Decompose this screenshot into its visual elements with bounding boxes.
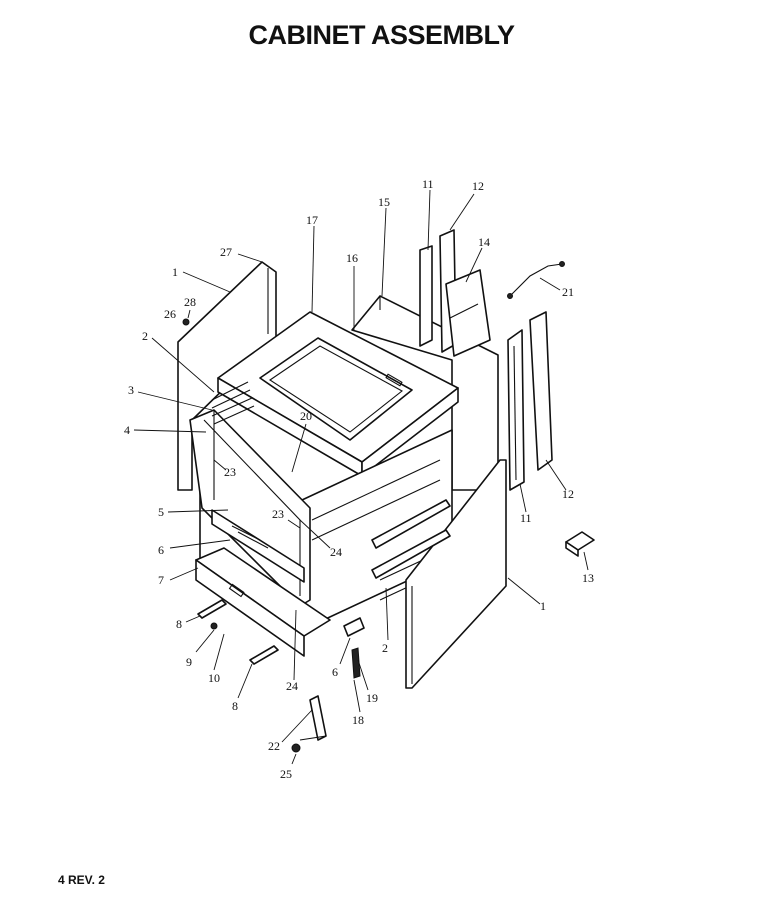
callout-24-lower: 24 bbox=[286, 679, 298, 693]
callout-9: 9 bbox=[186, 655, 192, 669]
control-panel bbox=[211, 509, 305, 583]
vent-rails bbox=[211, 381, 255, 425]
callout-24-center: 24 bbox=[330, 545, 342, 559]
callout-18: 18 bbox=[352, 713, 364, 727]
callout-8-upper: 8 bbox=[176, 617, 182, 631]
callout-19: 19 bbox=[366, 691, 378, 705]
rear-trim-right bbox=[507, 311, 553, 491]
screws bbox=[182, 318, 301, 753]
callout-4: 4 bbox=[124, 423, 130, 437]
callout-25: 25 bbox=[280, 767, 292, 781]
callout-26: 26 bbox=[164, 307, 176, 321]
wire-harness bbox=[507, 261, 565, 299]
drawer bbox=[195, 547, 331, 657]
callout-28: 28 bbox=[184, 295, 196, 309]
callout-1-right: 1 bbox=[540, 599, 546, 613]
callout-22: 22 bbox=[268, 739, 280, 753]
callout-27: 27 bbox=[220, 245, 232, 259]
right-rail bbox=[371, 499, 451, 579]
callout-5: 5 bbox=[158, 505, 164, 519]
callout-6-left: 6 bbox=[158, 543, 164, 557]
callout-labels: 27 1 28 26 2 3 4 23 5 6 7 8 9 10 8 17 16… bbox=[124, 177, 594, 781]
callout-11-right: 11 bbox=[520, 511, 532, 525]
leader-lines bbox=[133, 189, 589, 765]
callout-14: 14 bbox=[478, 235, 490, 249]
callout-23-left: 23 bbox=[224, 465, 236, 479]
revision-label: 4 REV. 2 bbox=[58, 873, 105, 887]
right-side-panel bbox=[405, 459, 507, 689]
page-title: CABINET ASSEMBLY bbox=[248, 20, 515, 50]
top-panel bbox=[217, 311, 459, 477]
legs bbox=[197, 599, 279, 665]
callout-21: 21 bbox=[562, 285, 574, 299]
callout-6-right: 6 bbox=[332, 665, 338, 679]
callout-20: 20 bbox=[300, 409, 312, 423]
callout-23-center: 23 bbox=[272, 507, 284, 521]
callout-10: 10 bbox=[208, 671, 220, 685]
callout-11-top: 11 bbox=[422, 177, 434, 191]
callout-17: 17 bbox=[306, 213, 318, 227]
bracket-22 bbox=[299, 695, 327, 741]
callout-16: 16 bbox=[346, 251, 358, 265]
callout-12-right: 12 bbox=[562, 487, 574, 501]
clip-13 bbox=[565, 531, 595, 557]
callout-8-lower: 8 bbox=[232, 699, 238, 713]
callout-3: 3 bbox=[128, 383, 134, 397]
callout-13: 13 bbox=[582, 571, 594, 585]
callout-2-left: 2 bbox=[142, 329, 148, 343]
callout-12-top: 12 bbox=[472, 179, 484, 193]
callout-7: 7 bbox=[158, 573, 164, 587]
leveler bbox=[343, 617, 365, 679]
callout-15: 15 bbox=[378, 195, 390, 209]
callout-1-left: 1 bbox=[172, 265, 178, 279]
callout-2-right: 2 bbox=[382, 641, 388, 655]
